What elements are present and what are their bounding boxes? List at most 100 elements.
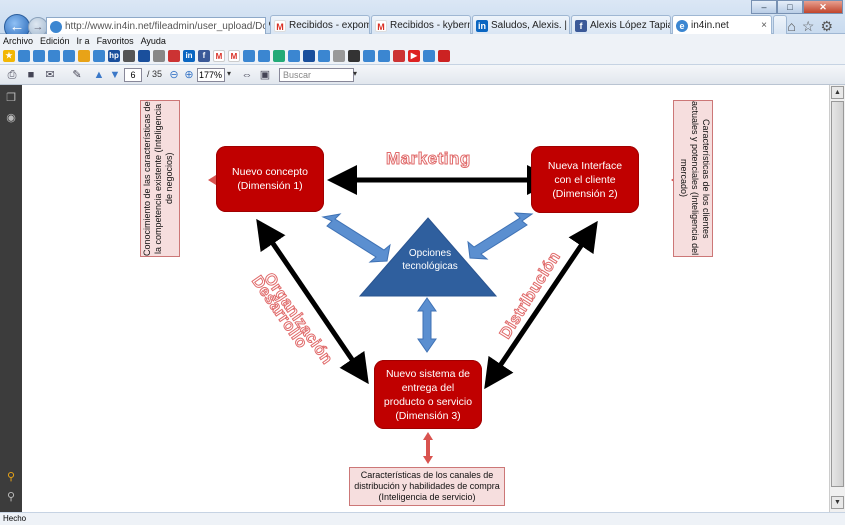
fav-gmail-icon[interactable]: M — [228, 50, 240, 62]
browser-right-icons: ⌂☆⚙ — [787, 18, 839, 35]
marketing-label: Marketing — [386, 149, 471, 169]
fav-printer-icon[interactable] — [123, 50, 135, 62]
organizacion-arrow — [256, 218, 369, 385]
menu-ayuda[interactable]: Ayuda — [140, 36, 166, 46]
red-arrow-bottom — [423, 432, 433, 464]
technology-triangle — [358, 217, 498, 297]
pdf-page: Conocimiento de las características de l… — [22, 85, 829, 512]
home-icon[interactable]: ⌂ — [787, 18, 802, 34]
status-text: Hecho — [3, 514, 27, 523]
scroll-up-button[interactable]: ▲ — [831, 86, 844, 99]
status-bar: Hecho — [0, 512, 845, 525]
fav-site-icon[interactable] — [378, 50, 390, 62]
attachment-icon[interactable]: ⚲ — [6, 491, 16, 503]
window-controls: – □ ✕ — [751, 0, 843, 14]
pdf-toolbar: ⎙ ■ ✉ ✎ ▲ ▼ 6 / 35 ⊖ ⊕ 177% ▾ ⇔ ▣ Buscar… — [0, 65, 845, 85]
gmail-icon: M — [375, 20, 387, 32]
tab-gmail-kyberne[interactable]: M Recibidos - kyberne.co... — [371, 15, 471, 37]
binoculars-icon[interactable]: ◉ — [6, 112, 16, 124]
favorites-star-icon[interactable]: ★ — [3, 50, 15, 62]
scroll-down-button[interactable]: ▼ — [831, 496, 844, 509]
tab-linkedin[interactable]: in Saludos, Alexis. | Linke... — [472, 15, 570, 37]
fav-site-icon[interactable] — [243, 50, 255, 62]
favorites-bar: ★ hp in f M M ▶ — [0, 48, 845, 65]
linkedin-icon: in — [476, 20, 488, 32]
concept-box: Nuevo concepto (Dimensión 1) — [216, 146, 324, 212]
fav-site-icon[interactable] — [33, 50, 45, 62]
gear-icon[interactable]: ⚙ — [820, 18, 839, 34]
comment-icon[interactable]: ✎ — [72, 69, 82, 81]
blue-arrow-left — [321, 213, 391, 263]
next-page-icon[interactable]: ▼ — [109, 69, 121, 81]
fav-site-icon[interactable] — [78, 50, 90, 62]
fav-site-icon[interactable] — [138, 50, 150, 62]
fav-hp-icon[interactable]: hp — [108, 50, 120, 62]
close-window-button[interactable]: ✕ — [803, 0, 843, 14]
menu-archivo[interactable]: Archivo — [3, 36, 34, 46]
tab-gmail-expomoen[interactable]: M Recibidos - expomoen... — [270, 15, 370, 37]
chevron-down-icon[interactable]: ▾ — [353, 69, 358, 78]
menu-ir-a[interactable]: Ir a — [76, 36, 90, 46]
maximize-button[interactable]: □ — [777, 0, 803, 14]
fav-site-icon[interactable] — [288, 50, 300, 62]
address-url: http://www.in4in.net/fileadmin/user_uplo… — [65, 21, 266, 32]
fav-site-icon[interactable] — [333, 50, 345, 62]
fit-width-icon[interactable]: ⇔ — [241, 69, 253, 81]
fav-youtube-icon[interactable]: ▶ — [408, 50, 420, 62]
save-icon[interactable]: ■ — [27, 69, 35, 81]
fav-linkedin-icon[interactable]: in — [183, 50, 195, 62]
zoom-out-icon[interactable]: ⊖ — [169, 69, 179, 81]
pdf-left-panel: ❐ ◉ ⚲ ⚲ — [0, 85, 22, 512]
fav-site-icon[interactable] — [423, 50, 435, 62]
menu-edicion[interactable]: Edición — [40, 36, 70, 46]
fav-gmail-icon[interactable]: M — [213, 50, 225, 62]
tab-facebook[interactable]: f Alexis López Tapia — [571, 15, 671, 37]
fav-site-icon[interactable] — [273, 50, 285, 62]
scroll-thumb[interactable] — [831, 101, 844, 487]
distribucion-arrow — [484, 220, 598, 390]
menu-bar: Archivo Edición Ir a Favoritos Ayuda — [0, 34, 845, 48]
clients-box: Características de los clientes actuales… — [673, 100, 713, 257]
fav-site-icon[interactable] — [258, 50, 270, 62]
menu-favoritos[interactable]: Favoritos — [96, 36, 134, 46]
star-icon[interactable]: ☆ — [801, 18, 821, 34]
fav-site-icon[interactable] — [153, 50, 165, 62]
prev-page-icon[interactable]: ▲ — [93, 69, 105, 81]
fav-site-icon[interactable] — [438, 50, 450, 62]
fav-site-icon[interactable] — [303, 50, 315, 62]
fit-page-icon[interactable]: ▣ — [259, 69, 271, 81]
fav-site-icon[interactable] — [168, 50, 180, 62]
fav-site-icon[interactable] — [63, 50, 75, 62]
chevron-down-icon[interactable]: ▾ — [227, 69, 232, 78]
blue-arrow-down — [417, 297, 437, 353]
minimize-button[interactable]: – — [751, 0, 777, 14]
ie-icon: e — [676, 20, 688, 32]
new-tab-button[interactable] — [773, 15, 787, 37]
blue-arrow-right — [467, 212, 534, 260]
channels-box: Características de los canales de distri… — [349, 467, 505, 506]
close-tab-icon[interactable]: × — [761, 20, 767, 31]
fav-site-icon[interactable] — [18, 50, 30, 62]
gmail-icon: M — [274, 20, 286, 32]
site-icon — [50, 21, 62, 33]
address-bar[interactable]: http://www.in4in.net/fileadmin/user_uplo… — [46, 17, 266, 37]
print-icon[interactable]: ⎙ — [7, 69, 17, 81]
browser-title-bar: ← → http://www.in4in.net/fileadmin/user_… — [0, 0, 845, 40]
fav-facebook-icon[interactable]: f — [198, 50, 210, 62]
zoom-input[interactable]: 177% — [197, 68, 225, 82]
fav-site-icon[interactable] — [318, 50, 330, 62]
fav-site-icon[interactable] — [348, 50, 360, 62]
search-input[interactable]: Buscar — [279, 68, 354, 82]
competition-box: Conocimiento de las características de l… — [140, 100, 180, 257]
fav-site-icon[interactable] — [48, 50, 60, 62]
pages-icon[interactable]: ❐ — [6, 92, 16, 104]
page-number-input[interactable]: 6 — [124, 68, 142, 82]
email-icon[interactable]: ✉ — [45, 69, 55, 81]
fav-site-icon[interactable] — [363, 50, 375, 62]
fav-site-icon[interactable] — [393, 50, 405, 62]
zoom-in-icon[interactable]: ⊕ — [184, 69, 194, 81]
fav-site-icon[interactable] — [93, 50, 105, 62]
tab-in4in[interactable]: e in4in.net × — [672, 15, 772, 37]
key-icon[interactable]: ⚲ — [6, 471, 16, 483]
vertical-scrollbar[interactable]: ▲ ▼ — [829, 85, 845, 512]
